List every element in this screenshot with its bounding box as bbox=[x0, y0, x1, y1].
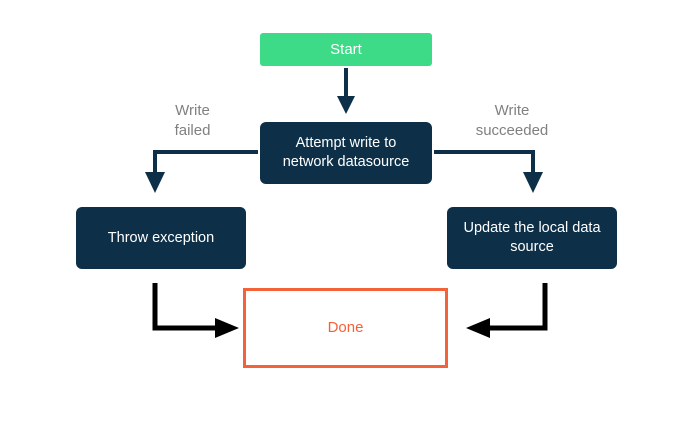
node-start[interactable]: Start bbox=[260, 33, 432, 66]
node-update-local-data-source[interactable]: Update the local data source bbox=[447, 207, 617, 269]
node-attempt-write[interactable]: Attempt write to network datasource bbox=[260, 122, 432, 184]
connector-update-to-done bbox=[466, 283, 548, 338]
connector-attempt-to-throw bbox=[145, 150, 258, 193]
connector-attempt-to-update bbox=[434, 150, 543, 193]
edge-label-write-succeeded: Write succeeded bbox=[475, 102, 549, 139]
node-done[interactable]: Done bbox=[243, 288, 448, 368]
node-throw-exception-label: Throw exception bbox=[107, 229, 215, 246]
node-attempt-write-label: Attempt write to network datasource bbox=[282, 135, 410, 170]
connector-start-to-attempt bbox=[337, 68, 355, 114]
node-throw-exception[interactable]: Throw exception bbox=[76, 207, 246, 269]
node-done-label: Done bbox=[327, 319, 364, 337]
node-update-local-data-source-label: Update the local data source bbox=[463, 220, 601, 255]
edge-label-write-failed: Write failed bbox=[174, 102, 211, 139]
node-start-label: Start bbox=[330, 40, 362, 58]
connector-throw-to-done bbox=[152, 283, 239, 338]
